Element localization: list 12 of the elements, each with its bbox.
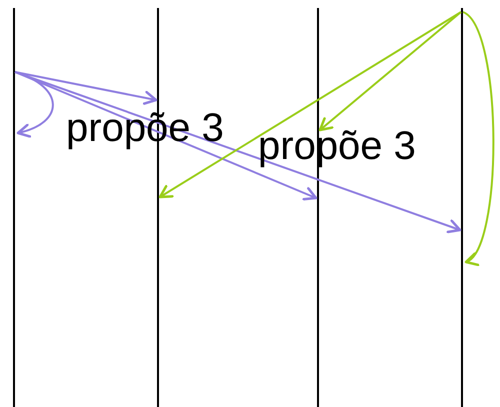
message-arrow <box>318 11 462 132</box>
lifeline <box>317 8 319 407</box>
message-arrow <box>14 71 318 201</box>
lifeline <box>157 8 159 407</box>
lifeline <box>13 8 15 407</box>
message-arrow <box>14 71 462 234</box>
lifeline <box>461 8 463 407</box>
message-arrow <box>462 11 494 264</box>
message-label: propõe 3 <box>66 106 224 150</box>
message-arrow <box>158 11 462 198</box>
message-arrow <box>14 71 158 105</box>
message-arrow <box>14 71 54 138</box>
